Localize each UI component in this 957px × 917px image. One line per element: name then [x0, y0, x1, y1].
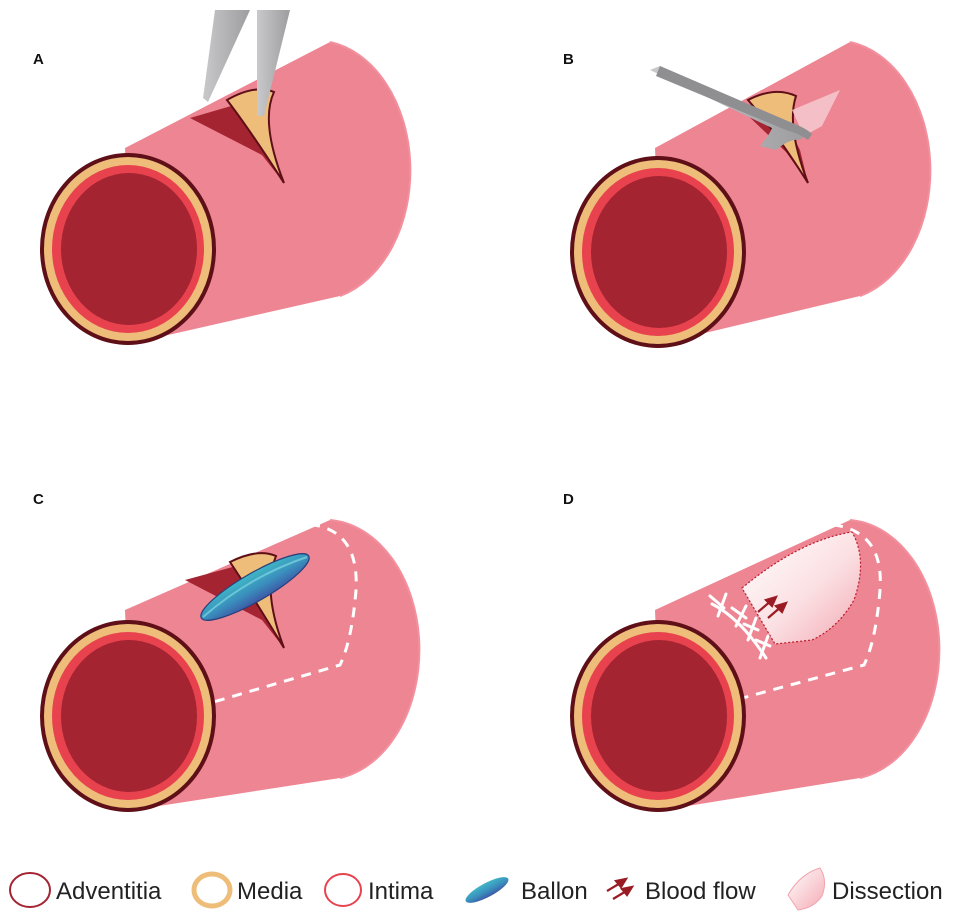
legend-item-blood-flow: Blood flow — [606, 877, 756, 905]
dissection-swatch-icon — [787, 867, 826, 911]
lumen — [591, 640, 727, 792]
legend-item-balloon: Ballon — [465, 877, 588, 905]
dissection-boundary-line — [734, 522, 882, 702]
panel-label-b: B — [563, 51, 574, 68]
legend-label-adventitia: Adventitia — [56, 878, 162, 905]
adventitia-swatch-icon — [9, 872, 51, 908]
panel-label-d: D — [563, 491, 574, 508]
panel-d: D — [563, 491, 941, 812]
panel-label-a: A — [33, 51, 44, 68]
legend-item-intima: Intima — [324, 873, 434, 907]
legend: Adventitia Media Intima Ballon Blood flo… — [9, 867, 943, 911]
panel-label-c: C — [33, 491, 44, 508]
vessel-wall-cross-section — [40, 620, 216, 812]
legend-item-adventitia: Adventitia — [9, 872, 162, 908]
sutures — [708, 592, 772, 660]
lumen — [61, 640, 197, 792]
media-swatch-icon — [191, 871, 233, 909]
panel-c: C — [33, 491, 421, 812]
legend-label-blood-flow: Blood flow — [645, 878, 756, 905]
vessel-wall-cross-section — [570, 156, 746, 348]
dissection-boundary-line — [209, 522, 358, 705]
legend-label-media: Media — [237, 878, 303, 905]
dissection-plane — [792, 90, 840, 136]
balloon-swatch-icon — [465, 877, 509, 903]
legend-label-balloon: Ballon — [521, 878, 588, 905]
legend-label-dissection: Dissection — [832, 878, 943, 905]
lumen — [591, 176, 727, 328]
panel-a: A — [33, 10, 412, 345]
scissors-icon — [203, 10, 290, 116]
legend-label-intima: Intima — [368, 878, 434, 905]
panel-b: B — [563, 41, 932, 348]
legend-item-media: Media — [191, 871, 303, 909]
legend-item-dissection: Dissection — [787, 867, 943, 911]
vessel-wall-cross-section — [40, 153, 216, 345]
balloon-icon — [200, 553, 310, 621]
incision-opening — [185, 565, 284, 648]
blood-flow-swatch-icon — [606, 877, 635, 900]
blood-flow-arrows-icon — [757, 595, 788, 619]
spatula-icon — [650, 66, 812, 150]
intima-swatch-icon — [324, 873, 362, 907]
vessel-wall-cross-section — [570, 620, 746, 812]
incision-opening — [190, 104, 284, 183]
lumen — [61, 173, 197, 325]
